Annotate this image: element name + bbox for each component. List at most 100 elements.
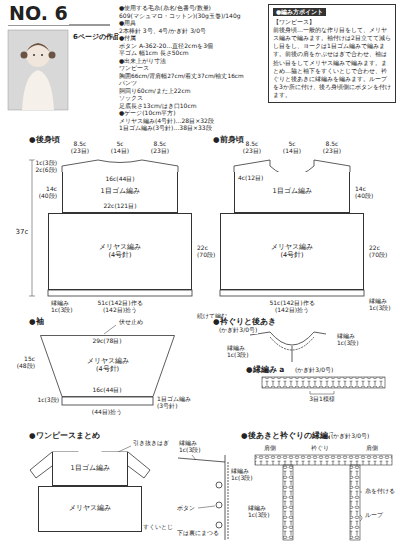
back-opening-figure — [178, 455, 228, 540]
dimension-label: 糸を付ける — [364, 488, 396, 494]
knit-piece: メリヤス編み — [38, 486, 142, 532]
dimension-label: 伏せ止め — [118, 319, 144, 326]
dimension-label: 15c — [23, 356, 36, 363]
node-text: 【ワンピース】 — [273, 18, 391, 26]
dimension-label: ●ワンピースまとめ — [28, 432, 101, 441]
dimension-label: 引き抜きはぎ — [132, 440, 170, 447]
dimension-label: ●用具 — [118, 20, 137, 27]
dimension-label: 22c — [196, 245, 209, 252]
dimension-label: 1c(3段) — [336, 340, 360, 347]
node-text: (4号針) — [108, 252, 131, 260]
dimension-label: (70段) — [196, 252, 216, 259]
edging-a-chart — [262, 377, 385, 394]
dimension-label: 縁編み — [247, 505, 267, 512]
dimension-label: (かぎ針3/0号) — [330, 433, 370, 440]
dimension-label: (44目)拾う — [91, 409, 123, 416]
front-body-outline — [220, 160, 364, 296]
back-body-outline — [29, 160, 192, 296]
dimension-label: 1c(3段) — [247, 512, 271, 519]
dimension-label: ボタン A-362-20…直径2cmを3個 — [118, 43, 214, 50]
dimension-label: (3号針) — [156, 403, 179, 410]
dimension-label: 3目1模様 — [308, 396, 336, 403]
dimension-label: ●ゲージ(10cm平方) — [118, 110, 177, 117]
dimension-label: (48段) — [16, 363, 36, 370]
dimension-label: ●後あきと衿ぐりの縁編み — [240, 432, 337, 441]
dimension-label: ワンピース — [118, 65, 150, 72]
node-text: (4号針) — [280, 252, 303, 260]
dimension-label: 2c(6段) — [34, 167, 58, 174]
dimension-label: 2本棒針 3号、4号/かぎ針 3/0号 — [118, 28, 207, 35]
dimension-label: 肩側 — [263, 445, 277, 452]
dimension-label: ●袖 — [28, 318, 45, 327]
dimension-label: (40段) — [38, 193, 58, 200]
knit-piece: メリヤス編み(4号針) — [220, 213, 364, 290]
node-text: メリヤス編み — [271, 244, 313, 252]
dimension-label: ●縁編み a — [245, 366, 285, 375]
dimension-label: ●出来上がり寸法 — [118, 58, 167, 65]
dimension-label: メリヤス編み(4号針)…28目×32段 — [118, 118, 215, 125]
node-text: 1目ゴム編み — [100, 188, 139, 196]
dimension-label: 縁編み — [226, 345, 246, 352]
dimension-label: 縁編み — [50, 300, 70, 307]
dimension-label: (40段) — [354, 193, 374, 200]
dimension-label: すくいとじ — [142, 524, 174, 531]
dimension-label: ループ — [364, 512, 384, 518]
dimension-label: (23目) — [150, 148, 170, 155]
dimension-label: 1c(3段) — [226, 352, 250, 359]
dimension-label: 1目ゴム編み(3号針)…38目×33段 — [118, 125, 213, 132]
photo — [8, 30, 68, 110]
dimension-label: 51c(142目)作る — [268, 300, 315, 307]
dimension-label: 縁編み — [368, 298, 388, 305]
dimension-label: 1c(3段) — [178, 447, 202, 454]
dimension-label: 51c(142目)作る — [96, 300, 143, 307]
dimension-label: (23目) — [242, 148, 262, 155]
dimension-label: 平ゴム 幅1cm 長さ50cm — [118, 50, 190, 57]
dress-assembly — [30, 446, 150, 490]
dimension-label: 8.5c — [325, 141, 340, 148]
dimension-label: 1c(3段) — [368, 305, 392, 312]
dimension-label: 縁編み — [336, 333, 356, 340]
dimension-label: 5c — [115, 141, 124, 148]
dimension-label: 16c(44目) — [104, 176, 135, 183]
dimension-label: 1c(3段) — [36, 397, 60, 404]
dimension-label: 8.5c — [153, 141, 168, 148]
dimension-label: (かぎ針3/0号) — [294, 367, 334, 374]
node-text: 1目ゴム編み — [272, 188, 311, 196]
dimension-label: パンツ — [118, 80, 138, 87]
page-title: NO. 6 — [8, 3, 69, 25]
dimension-label: 22c(121目) — [102, 203, 137, 210]
notes-heading-row: ●編み方ポイント — [273, 8, 391, 18]
dimension-label: 縁編み — [230, 468, 250, 475]
edging-chart — [255, 455, 392, 540]
dimension-label: 22c — [368, 245, 381, 252]
dimension-label: ●付属 — [118, 35, 137, 42]
dimension-label: 14c — [354, 186, 367, 193]
dimension-label: 5c — [287, 141, 296, 148]
dimension-label: 1c(3段) — [34, 160, 58, 167]
dimension-label: 1c(3段) — [50, 307, 74, 314]
dimension-label: (142目)拾う — [274, 307, 310, 314]
node-text: 前後身頃…一般的な作り目をして、メリヤス編みで編みます。袖付けは2目立てて減らし… — [273, 26, 391, 99]
dimension-label: (14目) — [282, 148, 302, 155]
dimension-label: ●衿ぐりと後あき — [212, 318, 277, 327]
neckline-figure — [250, 332, 326, 362]
dimension-label: 胴回り60cm/また上22cm — [118, 88, 192, 95]
dimension-label: 29c(78目) — [91, 338, 122, 345]
dimension-label: 14c — [45, 186, 58, 193]
knit-piece: メリヤス編み(4号針) — [48, 213, 192, 290]
dimension-label: (70段) — [368, 252, 388, 259]
dimension-label: 16c(44目) — [91, 387, 122, 394]
dimension-label: 1c(3段) — [230, 475, 254, 482]
dimension-label: ソックス — [118, 95, 144, 102]
knit-piece: 1目ゴム編み — [52, 452, 128, 486]
dimension-label: ●後身頃 — [28, 136, 61, 145]
node-text: メリヤス編み — [87, 358, 129, 366]
dimension-label: ●前身頃 — [212, 136, 245, 145]
dimension-label: 下は裏にまつる — [176, 530, 220, 537]
dimension-label: 肩側 — [365, 445, 379, 452]
dimension-label: 8.5c — [245, 141, 260, 148]
dimension-label: 胸囲66cm/背肩幅27cm/着丈37cm/袖丈16cm — [118, 73, 245, 80]
dimension-label: 衿ぐり — [310, 445, 330, 452]
dimension-label: 6ページの作品 — [72, 33, 121, 41]
notes-heading: ●編み方ポイント — [273, 8, 326, 16]
